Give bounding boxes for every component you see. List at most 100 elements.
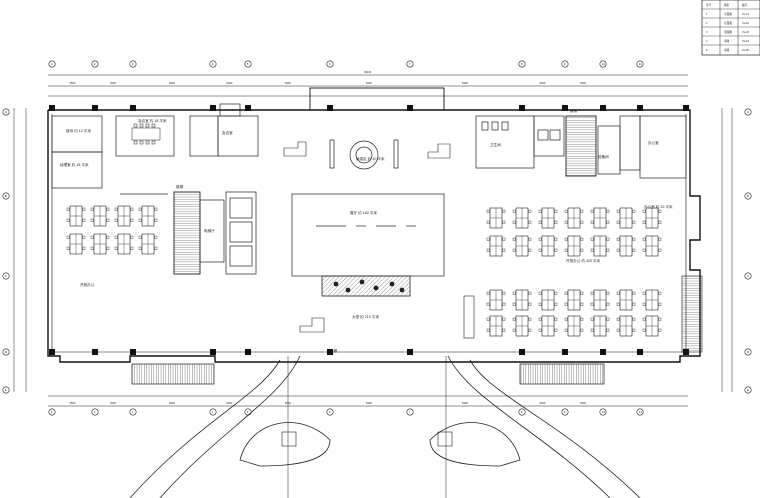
axis-label: D (747, 350, 750, 354)
desk (486, 235, 506, 257)
dimension-label: 8400 (227, 401, 233, 405)
column (210, 105, 216, 111)
left-rooms (51, 103, 259, 275)
axis-bubble (2, 386, 10, 394)
overall-dimension: 69100 (364, 70, 372, 74)
title-block-cell: JS-04 (742, 39, 749, 43)
desk (590, 235, 610, 257)
title-block-cell: JS-01 (742, 12, 749, 16)
feature-planters (333, 279, 405, 293)
right-axis-bubbles: A B C D E (744, 108, 752, 394)
planter (399, 287, 405, 293)
column (92, 349, 98, 355)
axis-bubble (48, 60, 56, 68)
dimension-label: 8400 (169, 81, 175, 85)
column (327, 105, 333, 111)
desk (564, 235, 584, 257)
axis-label: B (5, 194, 7, 198)
axis-bubble (209, 408, 217, 416)
axis-label: 9 (564, 410, 566, 414)
desk (616, 235, 636, 257)
desk (114, 233, 134, 255)
planter (389, 281, 395, 287)
open-office-desks-right (486, 207, 662, 337)
axis-bubble (129, 60, 137, 68)
desk (642, 289, 662, 311)
axis-bubble (744, 192, 752, 200)
column (327, 349, 333, 355)
axis-label: E (747, 388, 749, 392)
dimension-label: 4500 (580, 401, 586, 405)
axis-bubble (744, 108, 752, 116)
title-block-cell: 立面图 (724, 21, 732, 25)
axis-bubble (561, 408, 569, 416)
title-block-cell: 详图 (724, 39, 730, 43)
room-label: 开放办公 (80, 282, 95, 287)
axis-label: 8 (521, 410, 523, 414)
title-block-cell: 平面图 (724, 12, 732, 16)
room-label: 经理室 约 16 平米 (60, 162, 89, 167)
axis-bubble (636, 408, 644, 416)
driveway (129, 355, 641, 498)
axis-label: 7 (409, 62, 411, 66)
desk (66, 233, 86, 255)
desk (564, 289, 584, 311)
desk (512, 315, 532, 337)
side-dimension-lines (13, 108, 733, 392)
axis-bubble (2, 192, 10, 200)
title-block-cell: 剖面图 (724, 30, 732, 34)
desk (138, 205, 158, 227)
exterior-stair (681, 275, 703, 353)
planter (373, 285, 379, 291)
title-block-cell: 4 (706, 39, 708, 43)
dimension-label: 4500 (580, 81, 586, 85)
room-labels: 接待 约 12 平米 经理室 约 16 平米 会议室 约 18 平米 会议室 开… (60, 108, 673, 353)
desk (564, 207, 584, 229)
title-block: 序号 图名 编号 1 平面图 JS-01 2 立面图 JS-02 3 剖面图 J… (701, 0, 760, 56)
entrance-canopy-bands (131, 363, 605, 385)
desk (138, 233, 158, 255)
right-service-core (475, 115, 687, 179)
meeting-table-left (131, 123, 161, 145)
column (210, 349, 216, 355)
room-label: 走廊 (330, 348, 338, 353)
room-label: 大堂 约 210 平米 (352, 314, 379, 319)
axis-bubble (2, 348, 10, 356)
column (92, 105, 98, 111)
column (637, 105, 643, 111)
column (600, 105, 606, 111)
dimension-label: 8400 (462, 401, 468, 405)
column (562, 349, 568, 355)
axis-label: 6 (329, 410, 331, 414)
axis-bubble (744, 348, 752, 356)
desk (642, 207, 662, 229)
desk (564, 315, 584, 337)
open-office-desks-left (66, 205, 158, 255)
dimension-label: 8400 (462, 81, 468, 85)
axis-bubble (406, 408, 414, 416)
room-label: 楼梯 (176, 184, 184, 189)
axis-label: 2 (94, 410, 96, 414)
room-label: 卫生间 (490, 142, 501, 147)
desk (512, 207, 532, 229)
dimension-label: 8400 (366, 401, 372, 405)
column (130, 105, 136, 111)
axis-bubble (518, 60, 526, 68)
desk (114, 205, 134, 227)
axis-bubble (2, 272, 10, 280)
axis-bubble (744, 386, 752, 394)
title-block-cell: 3 (706, 30, 708, 34)
column (683, 105, 689, 111)
axis-label: 10 (602, 62, 606, 66)
axis-label: 1 (51, 410, 53, 414)
title-block-cell: 图名 (724, 3, 730, 7)
planter (359, 279, 365, 285)
dimension-label: 8400 (285, 81, 291, 85)
axis-label: C (747, 274, 750, 278)
room-label: 设备间 (598, 154, 609, 159)
axis-label: B (747, 194, 749, 198)
axis-label: A (747, 110, 749, 114)
exhibition-hall (291, 193, 445, 297)
title-block-cell: JS-02 (742, 21, 749, 25)
